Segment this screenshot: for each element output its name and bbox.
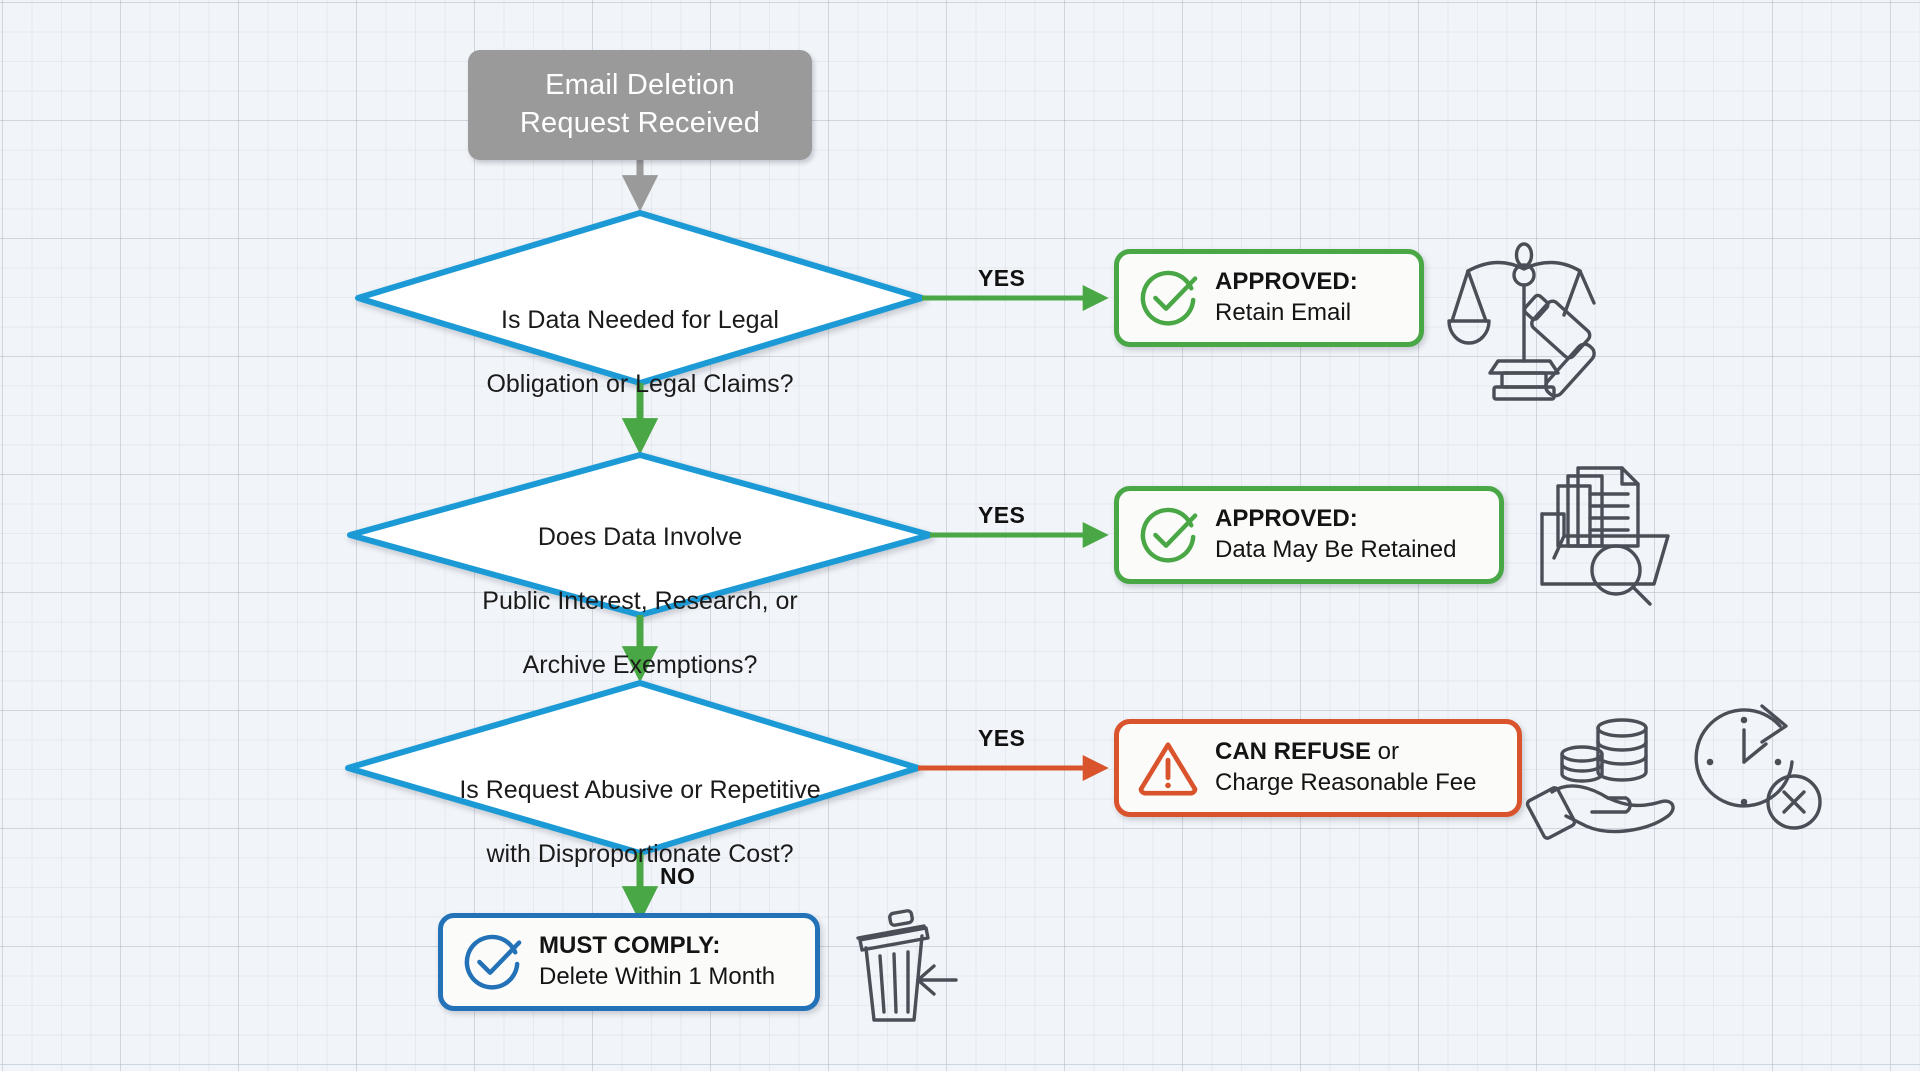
outcome-card-head-strong: CAN REFUSE bbox=[1215, 738, 1372, 766]
warning-triangle-icon bbox=[1138, 742, 1198, 796]
outcome-card-head-suffix: or bbox=[1371, 738, 1400, 766]
edge-label-yes-3: YES bbox=[978, 725, 1026, 751]
outcome-card-body: Data May Be Retained bbox=[1215, 536, 1457, 563]
edge-label-yes-1: YES bbox=[978, 265, 1026, 291]
start-node-label: Email Deletion Request Received bbox=[519, 69, 761, 139]
start-node[interactable]: Email Deletion Request Received bbox=[468, 50, 812, 160]
scales-gavel-icon bbox=[1447, 242, 1596, 401]
outcome-card-text: APPROVED: Retain Email bbox=[1215, 267, 1358, 328]
outcome-card-text: CAN REFUSE or Charge Reasonable Fee bbox=[1215, 737, 1477, 798]
outcome-card-must-comply[interactable]: MUST COMPLY: Delete Within 1 Month bbox=[438, 913, 820, 1011]
decision-diamond-public-interest[interactable] bbox=[347, 452, 933, 618]
folder-documents-search-icon bbox=[1540, 466, 1670, 606]
circle-check-icon bbox=[1140, 270, 1198, 326]
outcome-card-text: MUST COMPLY: Delete Within 1 Month bbox=[539, 931, 775, 992]
hand-coins-icon bbox=[1525, 718, 1675, 840]
circle-check-icon bbox=[1140, 507, 1198, 563]
outcome-card-head: CAN REFUSE or bbox=[1215, 737, 1477, 768]
decision-diamond-legal-obligation[interactable] bbox=[355, 210, 925, 386]
edge-label-yes-2: YES bbox=[978, 502, 1026, 528]
outcome-card-retain-email[interactable]: APPROVED: Retain Email bbox=[1114, 249, 1424, 347]
outcome-card-data-retained[interactable]: APPROVED: Data May Be Retained bbox=[1114, 486, 1504, 584]
outcome-card-body: Retain Email bbox=[1215, 299, 1352, 326]
outcome-card-body: Delete Within 1 Month bbox=[539, 963, 776, 990]
outcome-card-body: Charge Reasonable Fee bbox=[1215, 769, 1477, 796]
outcome-card-head: APPROVED: bbox=[1215, 505, 1358, 533]
outcome-card-head: MUST COMPLY: bbox=[539, 932, 721, 960]
circle-check-icon bbox=[464, 934, 522, 990]
edge-label-no: NO bbox=[660, 863, 696, 889]
outcome-card-head: APPROVED: bbox=[1215, 268, 1358, 296]
outcome-card-text: APPROVED: Data May Be Retained bbox=[1215, 504, 1456, 565]
outcome-card-can-refuse[interactable]: CAN REFUSE or Charge Reasonable Fee bbox=[1114, 719, 1522, 817]
decision-diamond-abusive-repetitive[interactable] bbox=[345, 680, 921, 856]
clock-x-icon bbox=[1694, 704, 1822, 830]
trash-arrow-icon bbox=[856, 909, 958, 1022]
